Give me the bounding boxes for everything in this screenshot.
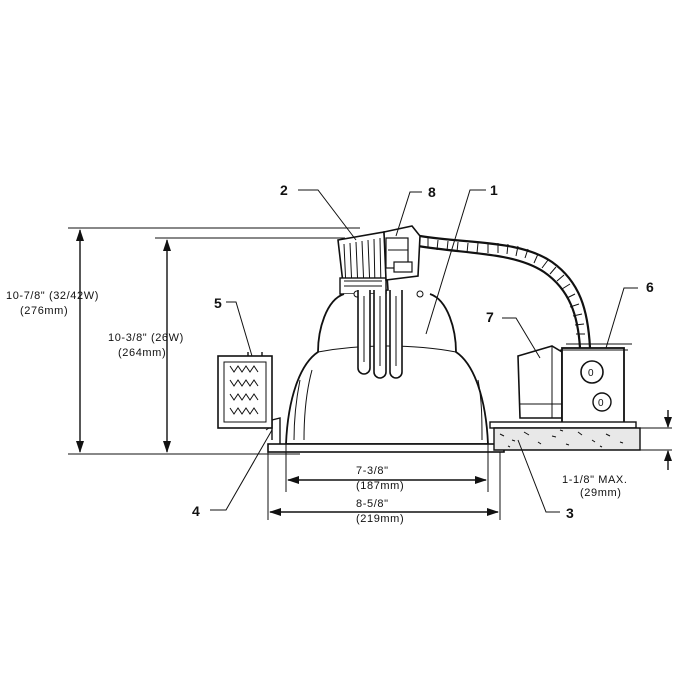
height-26w-label: 10-3/8" (26W) [108, 332, 184, 344]
junction-box: 0 0 [560, 343, 632, 425]
trim-width-mm-label: (219mm) [356, 513, 404, 525]
callout-3: 3 [566, 505, 574, 521]
aperture-mm-label: (187mm) [356, 480, 404, 492]
height-26w-dimension [155, 237, 345, 453]
trim-flange [267, 443, 505, 453]
lamp-base-bracket [383, 225, 421, 281]
overall-height-dimension [68, 227, 360, 455]
knockout-label-top: 0 [588, 368, 594, 379]
overall-height-label: 10-7/8" (32/42W) [6, 290, 99, 302]
callout-2: 2 [280, 182, 288, 198]
ceiling-max-label: 1-1/8" MAX. [562, 474, 628, 486]
callout-4: 4 [192, 503, 200, 519]
callout-5: 5 [214, 295, 222, 311]
trim-width-label: 8-5/8" [356, 498, 389, 510]
overall-height-mm-label: (276mm) [20, 305, 68, 317]
leader-lines [210, 189, 638, 513]
cfl-lamp-tubes [357, 290, 403, 379]
flex-conduit [417, 234, 592, 349]
callout-1: 1 [490, 182, 498, 198]
ceiling-max-mm-label: (29mm) [580, 487, 622, 499]
height-26w-mm-label: (264mm) [118, 347, 166, 359]
ballast-box [517, 345, 563, 419]
callout-7: 7 [486, 309, 494, 325]
aperture-dimension [285, 452, 489, 492]
callout-6: 6 [646, 279, 654, 295]
aperture-label: 7-3/8" [356, 465, 389, 477]
socket-housing [337, 231, 389, 295]
ballast [217, 352, 273, 429]
reflector [285, 290, 489, 445]
trim-width-dimension [267, 452, 501, 520]
ceiling-thickness-dimension [664, 410, 672, 470]
callout-8: 8 [428, 184, 436, 200]
ceiling-section [489, 421, 672, 451]
knockout-label-bottom: 0 [598, 398, 604, 409]
